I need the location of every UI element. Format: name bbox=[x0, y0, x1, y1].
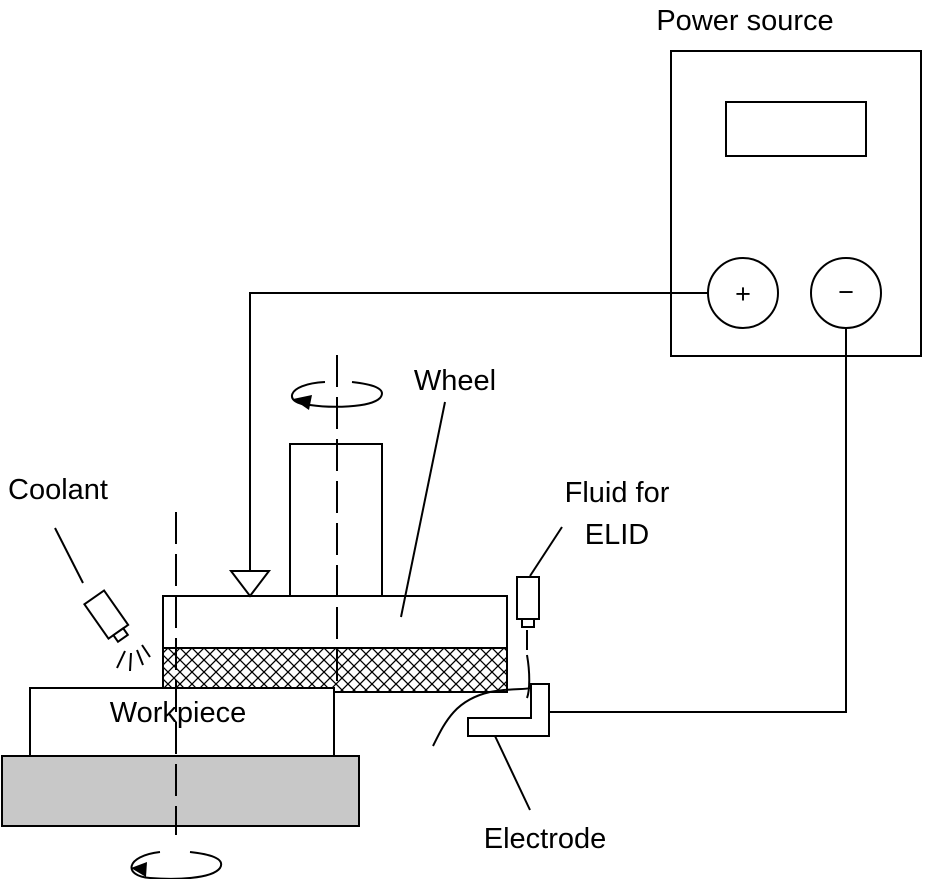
fluid-nozzle-tip bbox=[521, 618, 535, 628]
coolant-label: Coolant bbox=[8, 474, 108, 506]
wheel-label: Wheel bbox=[414, 365, 496, 397]
wheel-rotation-arrow bbox=[291, 381, 383, 408]
fluid-leader-line bbox=[529, 526, 563, 577]
workpiece bbox=[29, 687, 335, 757]
wheel-body bbox=[162, 595, 508, 649]
coolant-leader-line bbox=[54, 527, 84, 584]
minus-terminal-label: − bbox=[838, 277, 854, 307]
positive-wire bbox=[249, 292, 708, 571]
power-source-box bbox=[670, 50, 922, 357]
electrode-label: Electrode bbox=[484, 823, 607, 855]
worktable bbox=[1, 755, 360, 827]
coolant-spray-2 bbox=[129, 652, 132, 672]
wheel-rotation-arrowhead bbox=[293, 395, 312, 410]
wheel-leader-line bbox=[400, 401, 446, 618]
fluid-label-line2: ELID bbox=[585, 519, 649, 551]
fluid-flow-curve bbox=[432, 687, 531, 747]
workpiece-assembly bbox=[1, 512, 360, 879]
fluid-label-line1: Fluid for bbox=[565, 477, 670, 509]
elid-fluid-nozzle bbox=[432, 526, 563, 747]
brush-contact bbox=[228, 570, 272, 598]
electrode-leader-line bbox=[494, 735, 531, 811]
coolant-nozzle-tip bbox=[112, 626, 130, 644]
plus-terminal-label: + bbox=[735, 279, 751, 309]
coolant-spray-1 bbox=[116, 650, 126, 669]
workpiece-label: Workpiece bbox=[110, 697, 246, 729]
fluid-stream bbox=[526, 630, 531, 699]
fluid-nozzle-body bbox=[516, 576, 540, 620]
power-display bbox=[725, 101, 867, 157]
power-source-label: Power source bbox=[656, 5, 833, 37]
wheel bbox=[162, 355, 508, 693]
workpiece-rotation-arrowhead bbox=[131, 862, 147, 877]
electrode-body bbox=[467, 683, 550, 737]
negative-wire bbox=[549, 328, 847, 713]
power-source: + − bbox=[670, 50, 922, 357]
coolant-spray-4 bbox=[141, 644, 151, 658]
electrode bbox=[467, 683, 550, 811]
wheel-abrasive-layer bbox=[162, 647, 508, 693]
coolant-nozzle bbox=[54, 527, 151, 672]
coolant-spray-3 bbox=[136, 649, 144, 666]
